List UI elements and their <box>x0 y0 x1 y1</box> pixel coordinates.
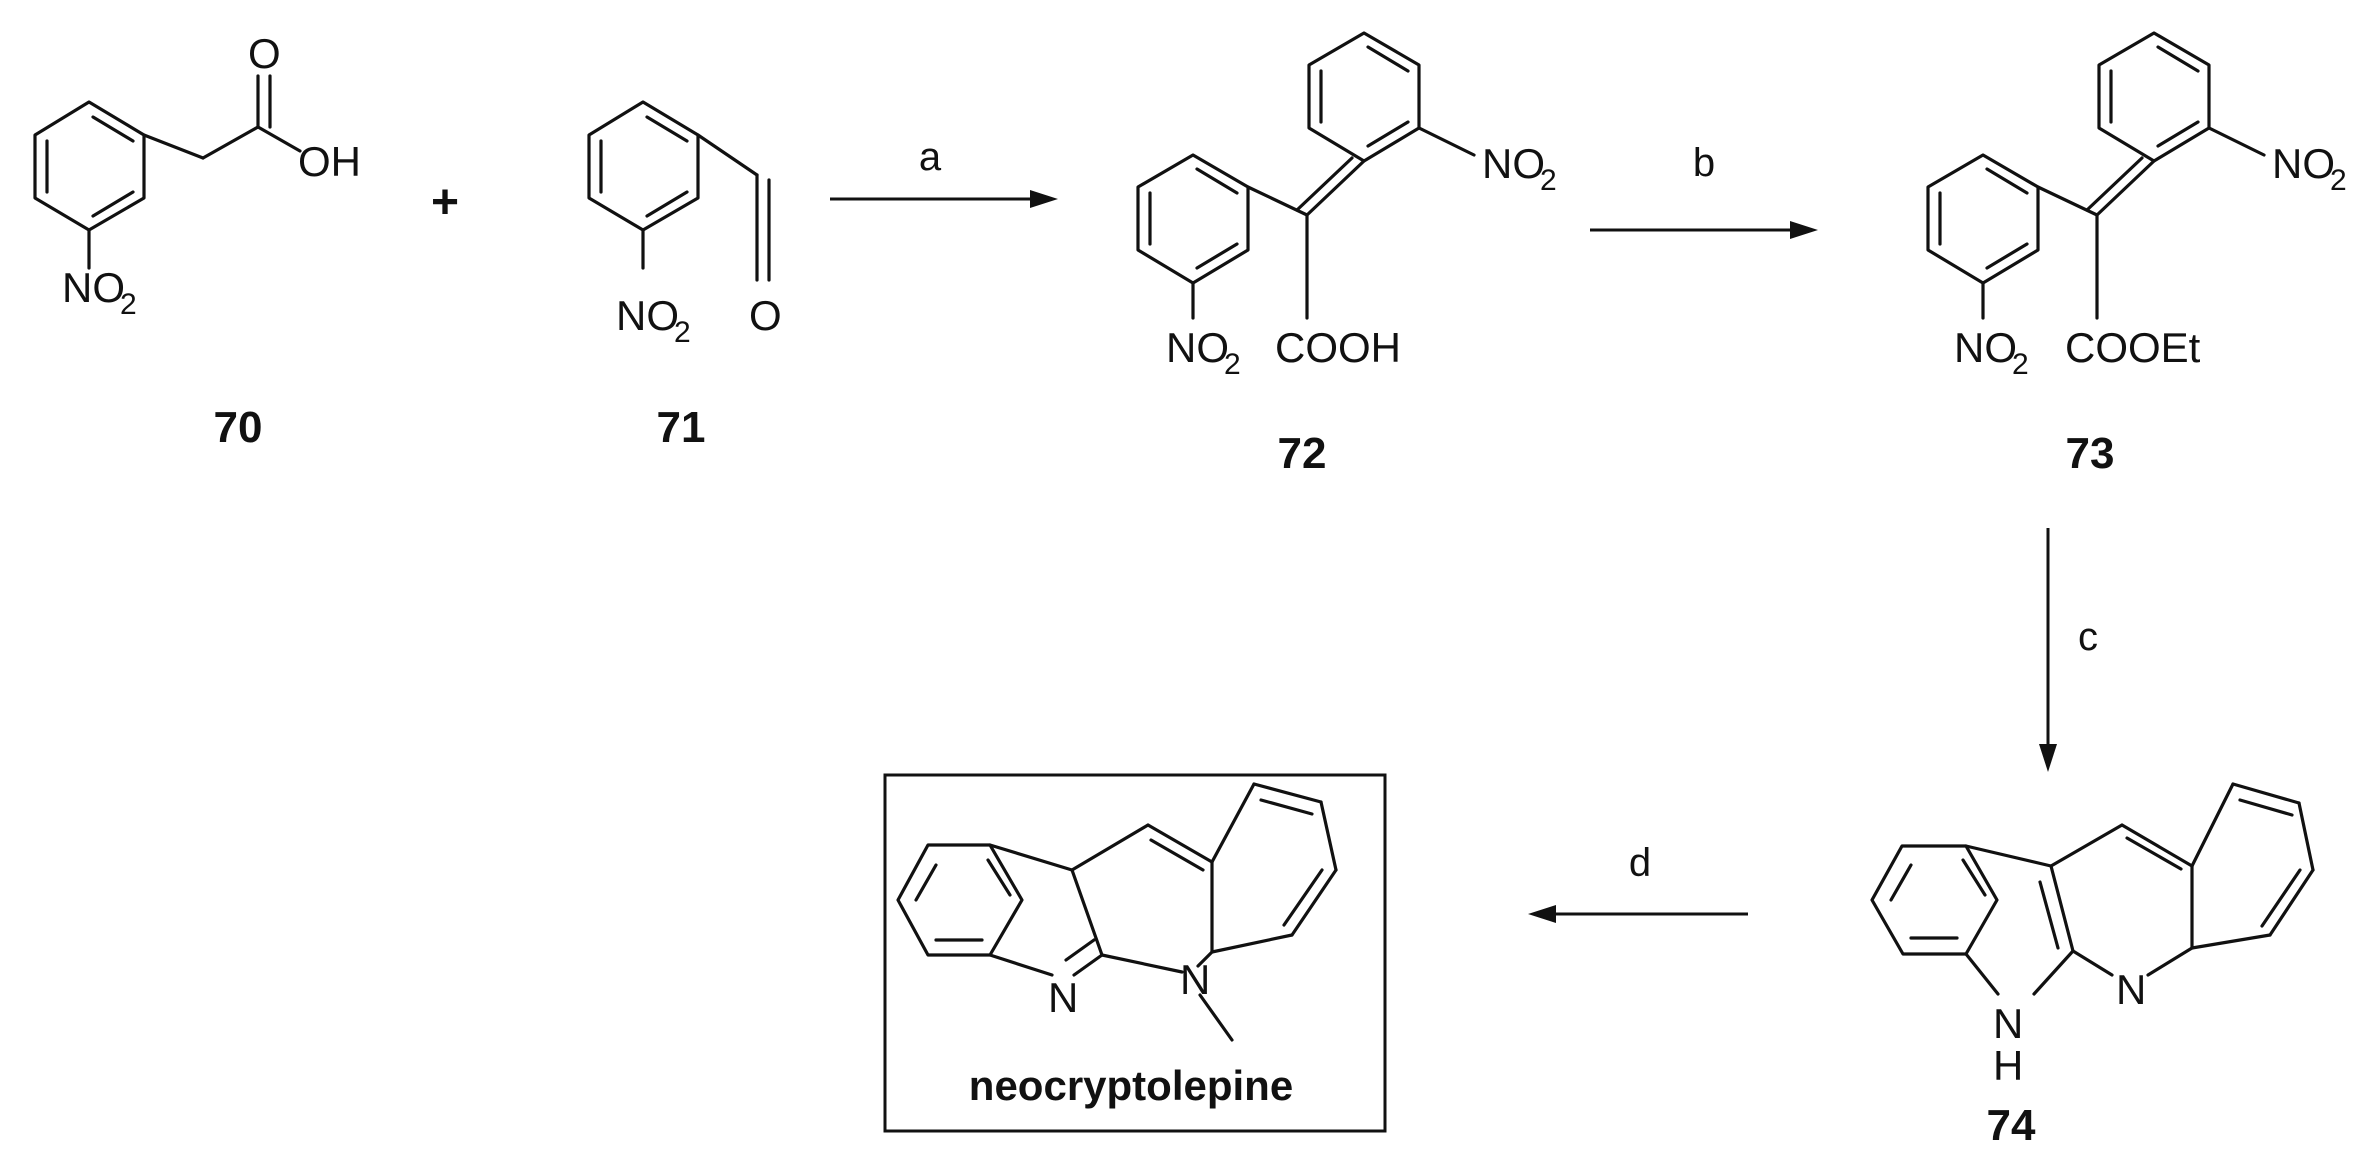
arrow-step-a: a <box>830 135 1058 208</box>
arrow-step-c: c <box>2039 528 2098 772</box>
neocryptolepine-name: neocryptolepine <box>969 1062 1293 1109</box>
compound-74-pyridine-n-label: N <box>2116 966 2146 1013</box>
compound-71-number: 71 <box>657 403 706 452</box>
compound-70-oxo-label: O <box>248 30 281 77</box>
compound-74: N H N 74 <box>1870 782 2315 1150</box>
compound-73-nitro-bottom-subscript: 2 <box>2012 348 2029 381</box>
compound-70-number: 70 <box>214 403 263 452</box>
compound-74-indole-n-label: N <box>1993 1000 2023 1047</box>
compound-73-number: 73 <box>2066 429 2115 478</box>
compound-70: O OH NO 2 70 <box>33 30 361 452</box>
compound-74-indole-h-label: H <box>1993 1042 2023 1089</box>
compound-71: O NO 2 71 <box>587 100 782 452</box>
compound-71-structure <box>587 100 771 282</box>
compound-74-number: 74 <box>1987 1101 2036 1150</box>
compound-73-ester-label: COOEt <box>2065 324 2201 371</box>
compound-70-structure <box>33 74 302 270</box>
product-frame <box>883 773 1387 1133</box>
compound-73: NO 2 NO 2 COOEt 73 <box>1926 31 2347 478</box>
compound-72-nitro-bottom-label: NO <box>1166 324 1229 371</box>
compound-72-nitro-top-subscript: 2 <box>1540 164 1557 197</box>
arrow-step-b: b <box>1590 141 1818 239</box>
neocryptolepine-structure <box>896 782 1338 1042</box>
compound-71-nitro-label: NO <box>616 292 679 339</box>
neocryptolepine-product: N N neocryptolepine <box>883 773 1387 1133</box>
step-d-label: d <box>1629 841 1651 885</box>
compound-70-nitro-subscript: 2 <box>120 288 137 321</box>
compound-71-aldehyde-o-label: O <box>749 292 782 339</box>
compound-72-nitro-top-label: NO <box>1482 140 1545 187</box>
step-c-label: c <box>2078 615 2098 659</box>
compound-71-nitro-subscript: 2 <box>674 316 691 349</box>
compound-73-structure <box>1926 31 2266 320</box>
compound-72: NO 2 NO 2 COOH 72 <box>1136 31 1557 478</box>
plus-sign: + <box>431 176 459 229</box>
step-a-label: a <box>919 135 942 179</box>
compound-72-structure <box>1136 31 1476 320</box>
compound-72-nitro-bottom-subscript: 2 <box>1224 348 1241 381</box>
compound-70-hydroxyl-label: OH <box>298 138 361 185</box>
neocryptolepine-n1-label: N <box>1048 974 1078 1021</box>
compound-72-acid-label: COOH <box>1275 324 1401 371</box>
compound-73-nitro-bottom-label: NO <box>1954 324 2017 371</box>
compound-70-nitro-label: NO <box>62 264 125 311</box>
compound-73-nitro-top-label: NO <box>2272 140 2335 187</box>
compound-74-structure <box>1870 782 2315 996</box>
step-b-label: b <box>1693 141 1715 185</box>
compound-73-nitro-top-subscript: 2 <box>2330 164 2347 197</box>
neocryptolepine-n2-label: N <box>1180 956 1210 1003</box>
arrow-step-d: d <box>1528 841 1748 923</box>
compound-72-number: 72 <box>1278 429 1327 478</box>
